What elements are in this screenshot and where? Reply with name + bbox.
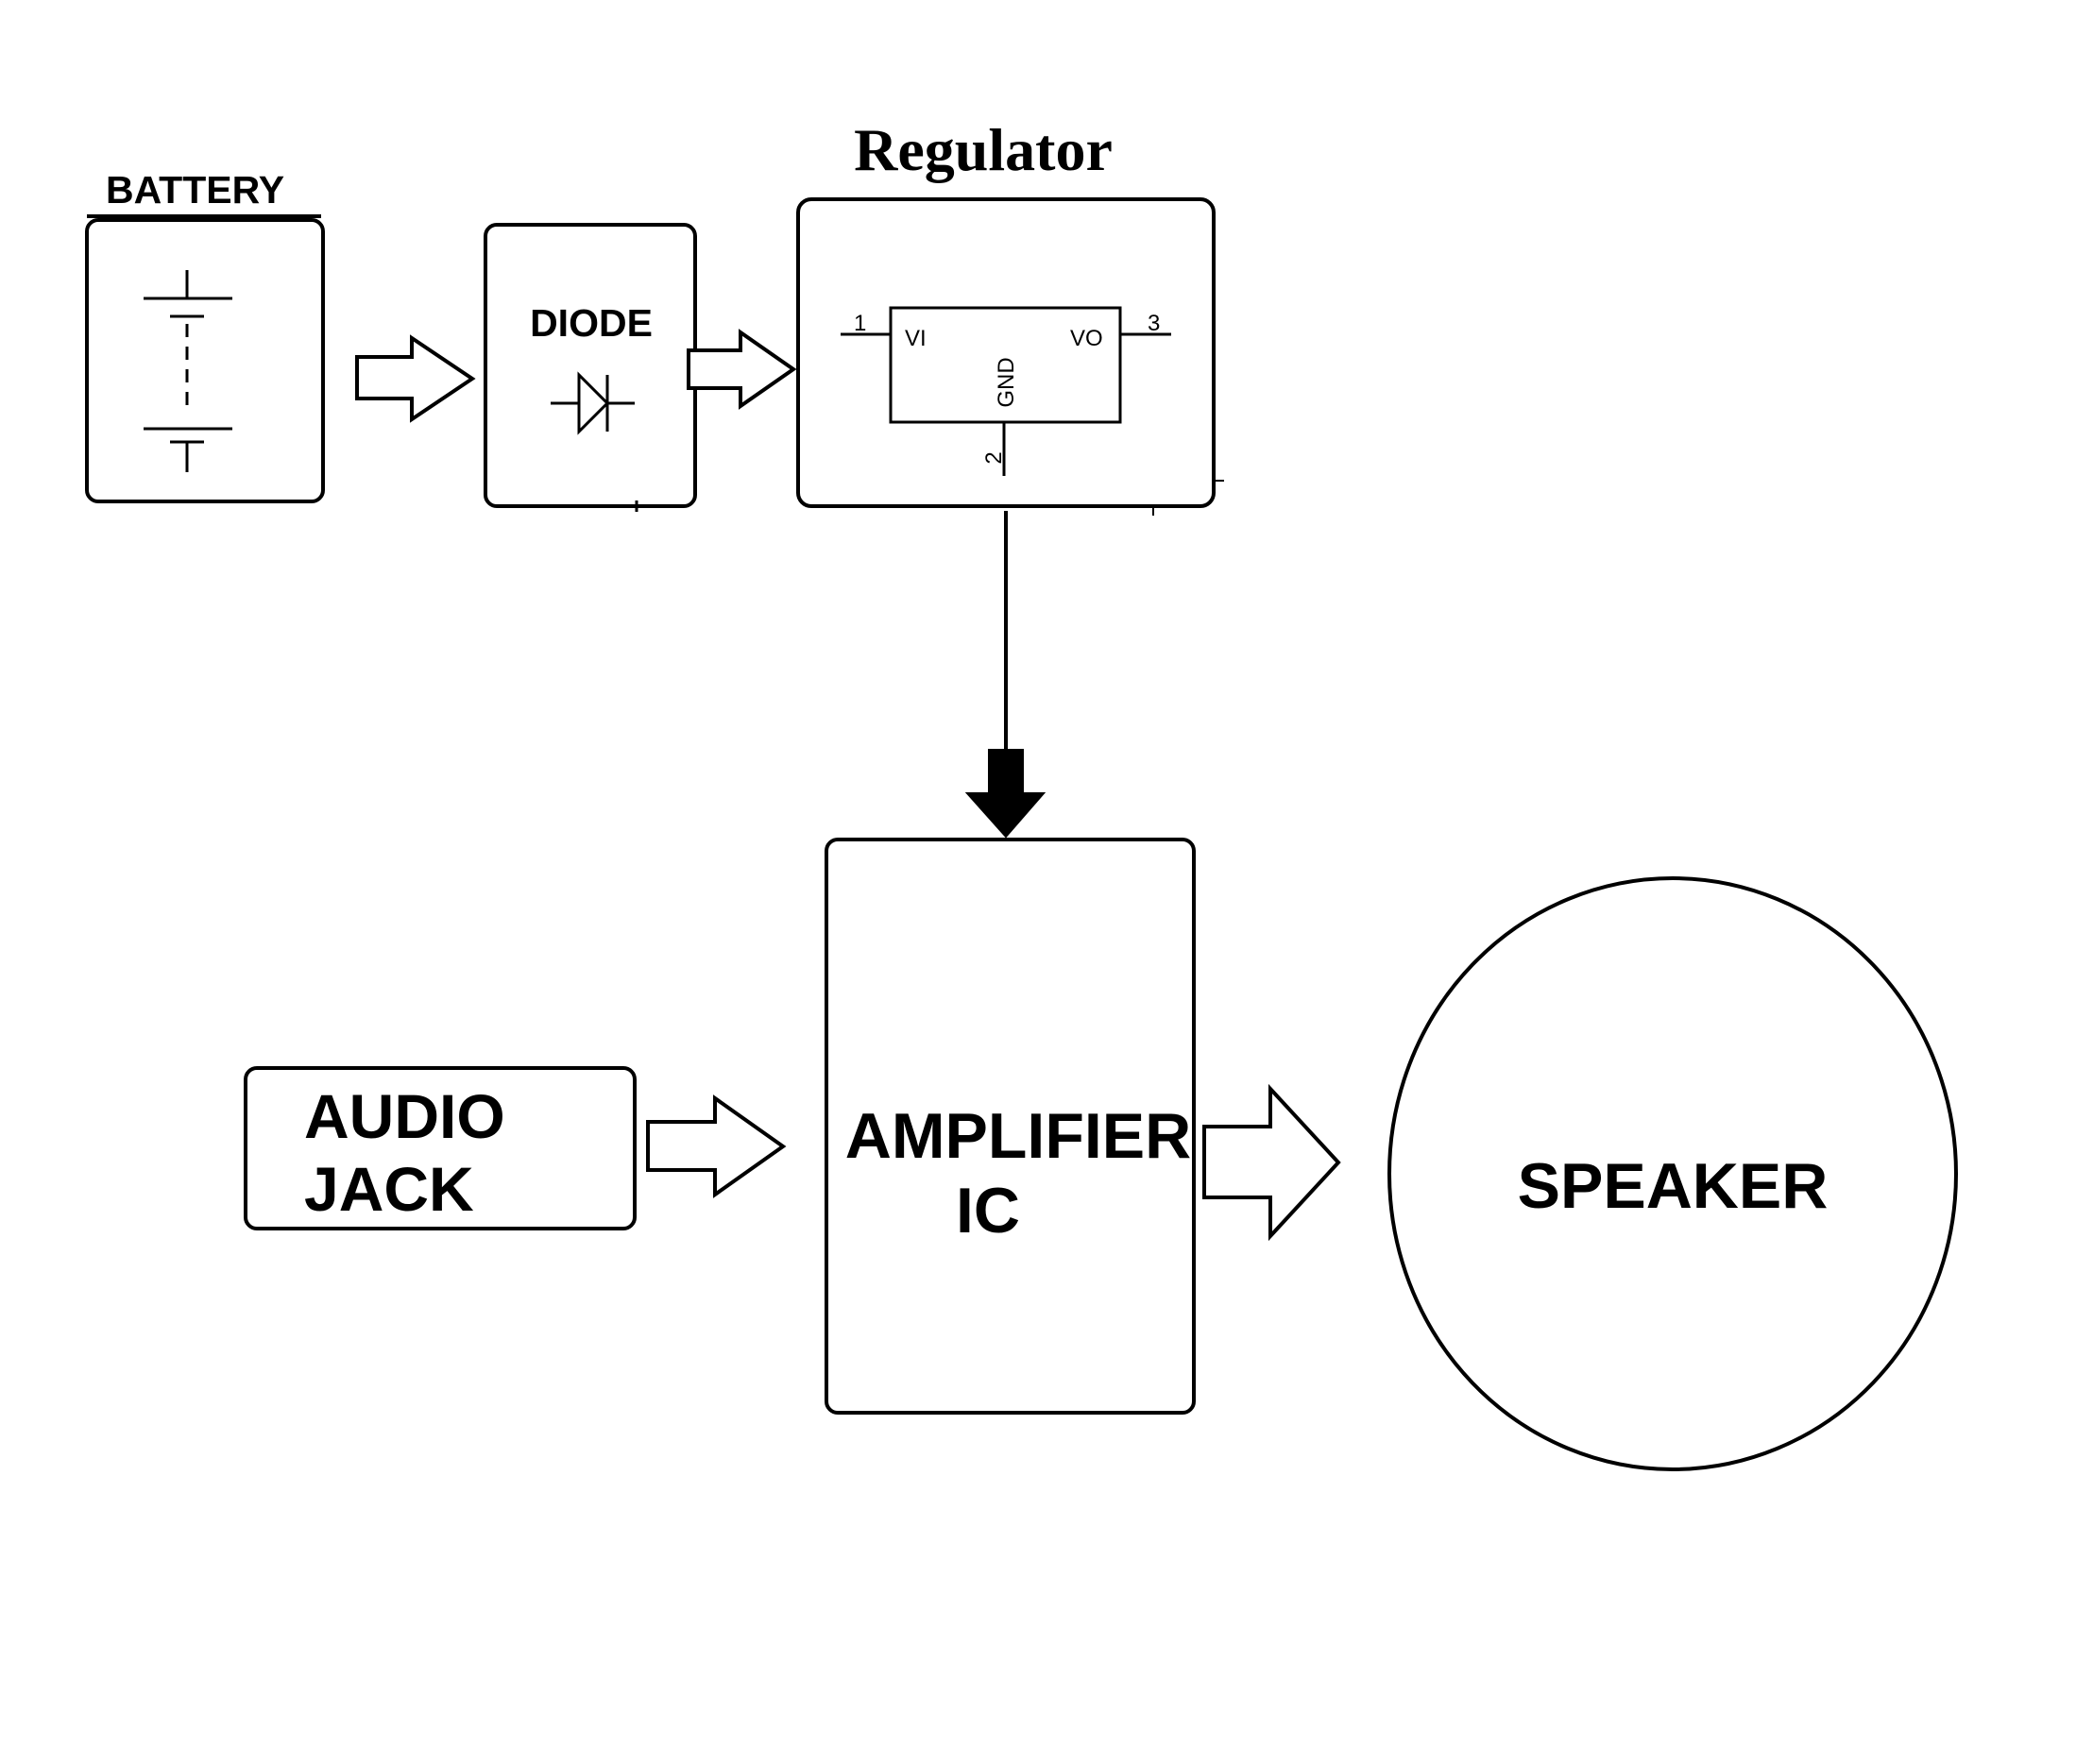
amplifier-block: AMPLIFIER IC xyxy=(825,838,1196,1415)
arrow-audio-to-amplifier xyxy=(646,1094,787,1198)
diode-block: DIODE xyxy=(484,223,697,512)
regulator-pin-out-number: 3 xyxy=(1148,311,1160,336)
regulator-pin-gnd-label: GND xyxy=(994,357,1019,407)
speaker-label: SPEAKER xyxy=(1518,1150,1829,1222)
arrow-battery-to-diode xyxy=(355,334,476,423)
diode-label: DIODE xyxy=(530,301,653,345)
battery-box xyxy=(85,218,325,503)
audio-jack-label-line2: JACK xyxy=(304,1154,474,1224)
battery-block: BATTERY xyxy=(85,168,325,503)
audio-jack-box xyxy=(244,1066,637,1230)
arrow-diode-to-regulator xyxy=(687,329,797,410)
diode-box xyxy=(484,223,697,508)
regulator-ic: 1 VI 3 VO GND 2 xyxy=(841,306,1171,476)
amplifier-box xyxy=(825,838,1196,1415)
regulator-label: Regulator xyxy=(854,116,1113,183)
regulator-pin-in-number: 1 xyxy=(854,311,866,336)
battery-label: BATTERY xyxy=(106,168,284,212)
speaker-circle xyxy=(1387,876,1958,1471)
amplifier-label-line2: IC xyxy=(956,1175,1020,1247)
regulator-pin-out-label: VO xyxy=(1070,326,1103,351)
audio-jack-label-line1: AUDIO xyxy=(304,1081,505,1151)
speaker-block: SPEAKER xyxy=(1387,876,1958,1471)
regulator-pin-in-label: VI xyxy=(905,326,927,351)
regulator-block: Regulator 1 VI 3 VO GND 2 xyxy=(796,116,1224,516)
audio-jack-block: AUDIO JACK xyxy=(244,1066,637,1230)
arrow-amplifier-to-speaker xyxy=(1202,1083,1341,1242)
regulator-box xyxy=(796,197,1216,508)
amplifier-label-line1: AMPLIFIER xyxy=(845,1100,1191,1172)
regulator-pin-gnd-number: 2 xyxy=(981,451,1007,464)
arrow-regulator-to-amplifier xyxy=(964,749,1046,839)
battery-icon xyxy=(144,270,232,472)
diode-icon xyxy=(551,371,635,435)
